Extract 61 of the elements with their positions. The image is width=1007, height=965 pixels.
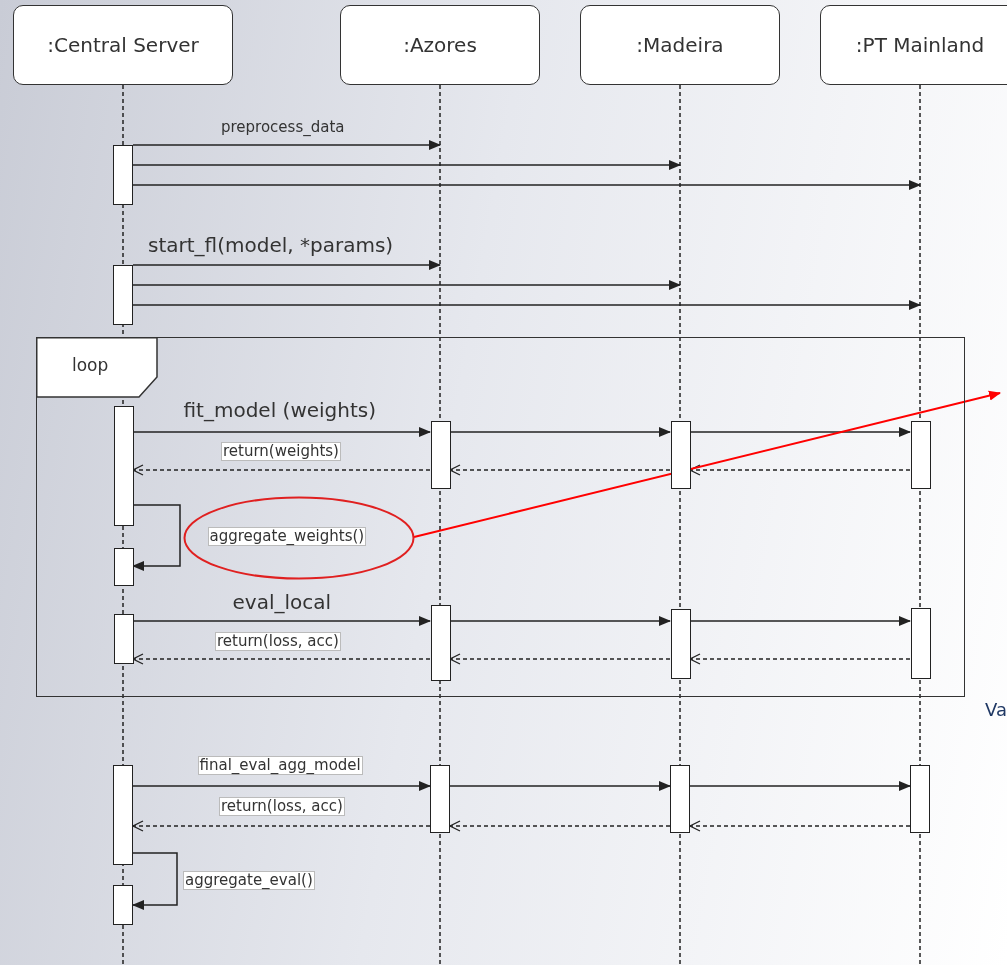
activation-bar — [671, 609, 691, 679]
message-label: aggregate_eval() — [183, 870, 315, 890]
lifeline-head: :Azores — [340, 5, 540, 85]
activation-bar — [114, 406, 134, 526]
return-arrow — [689, 464, 911, 476]
lifeline-head: :Madeira — [580, 5, 780, 85]
activation-bar — [431, 605, 451, 681]
message-arrow — [449, 427, 671, 437]
return-arrow — [689, 653, 911, 665]
pointer-arrow — [413, 390, 1001, 538]
activation-bar — [113, 145, 133, 205]
message-arrow — [132, 180, 921, 190]
return-arrow — [689, 820, 911, 832]
lifeline-head: :PT Mainland — [820, 5, 1007, 85]
message-arrow — [132, 781, 431, 791]
activation-bar — [431, 421, 451, 489]
message-label: return(loss, acc) — [219, 796, 345, 816]
activation-bar — [911, 421, 931, 489]
activation-bar — [113, 885, 133, 925]
message-label: return(loss, acc) — [215, 631, 341, 651]
message-label: start_fl(model, *params) — [148, 233, 394, 257]
self-message-arrow — [132, 504, 181, 571]
self-message-arrow — [132, 852, 178, 910]
activation-bar — [113, 265, 133, 325]
activation-bar — [430, 765, 450, 833]
activation-bar — [114, 614, 134, 664]
return-arrow — [132, 820, 431, 832]
message-arrow — [449, 616, 671, 626]
return-arrow — [449, 653, 671, 665]
message-arrow — [132, 616, 431, 626]
message-label: preprocess_data — [221, 118, 345, 136]
message-arrow — [132, 260, 441, 270]
activation-bar — [910, 765, 930, 833]
message-arrow — [689, 616, 911, 626]
message-arrow — [132, 427, 431, 437]
loop-frame — [36, 337, 965, 697]
message-arrow — [132, 300, 921, 310]
message-arrow — [689, 427, 911, 437]
activation-bar — [670, 765, 690, 833]
return-arrow — [132, 464, 431, 476]
return-arrow — [449, 820, 671, 832]
activation-bar — [911, 608, 931, 679]
frame-label: loop — [72, 355, 109, 375]
message-label: aggregate_weights() — [207, 526, 367, 546]
note-text: Va — [985, 700, 1007, 721]
message-arrow — [449, 781, 671, 791]
message-arrow — [132, 140, 441, 150]
return-arrow — [132, 653, 431, 665]
activation-bar — [671, 421, 691, 489]
message-label: fit_model (weights) — [183, 398, 377, 422]
message-label: final_eval_agg_model — [197, 755, 363, 775]
return-arrow — [449, 464, 671, 476]
lifeline-head: :Central Server — [13, 5, 233, 85]
message-arrow — [132, 160, 681, 170]
message-label: eval_local — [232, 590, 332, 614]
message-arrow — [689, 781, 911, 791]
highlight-ellipse — [183, 496, 415, 580]
message-label: return(weights) — [221, 441, 341, 461]
activation-bar — [113, 765, 133, 865]
message-arrow — [132, 280, 681, 290]
activation-bar — [114, 548, 134, 586]
